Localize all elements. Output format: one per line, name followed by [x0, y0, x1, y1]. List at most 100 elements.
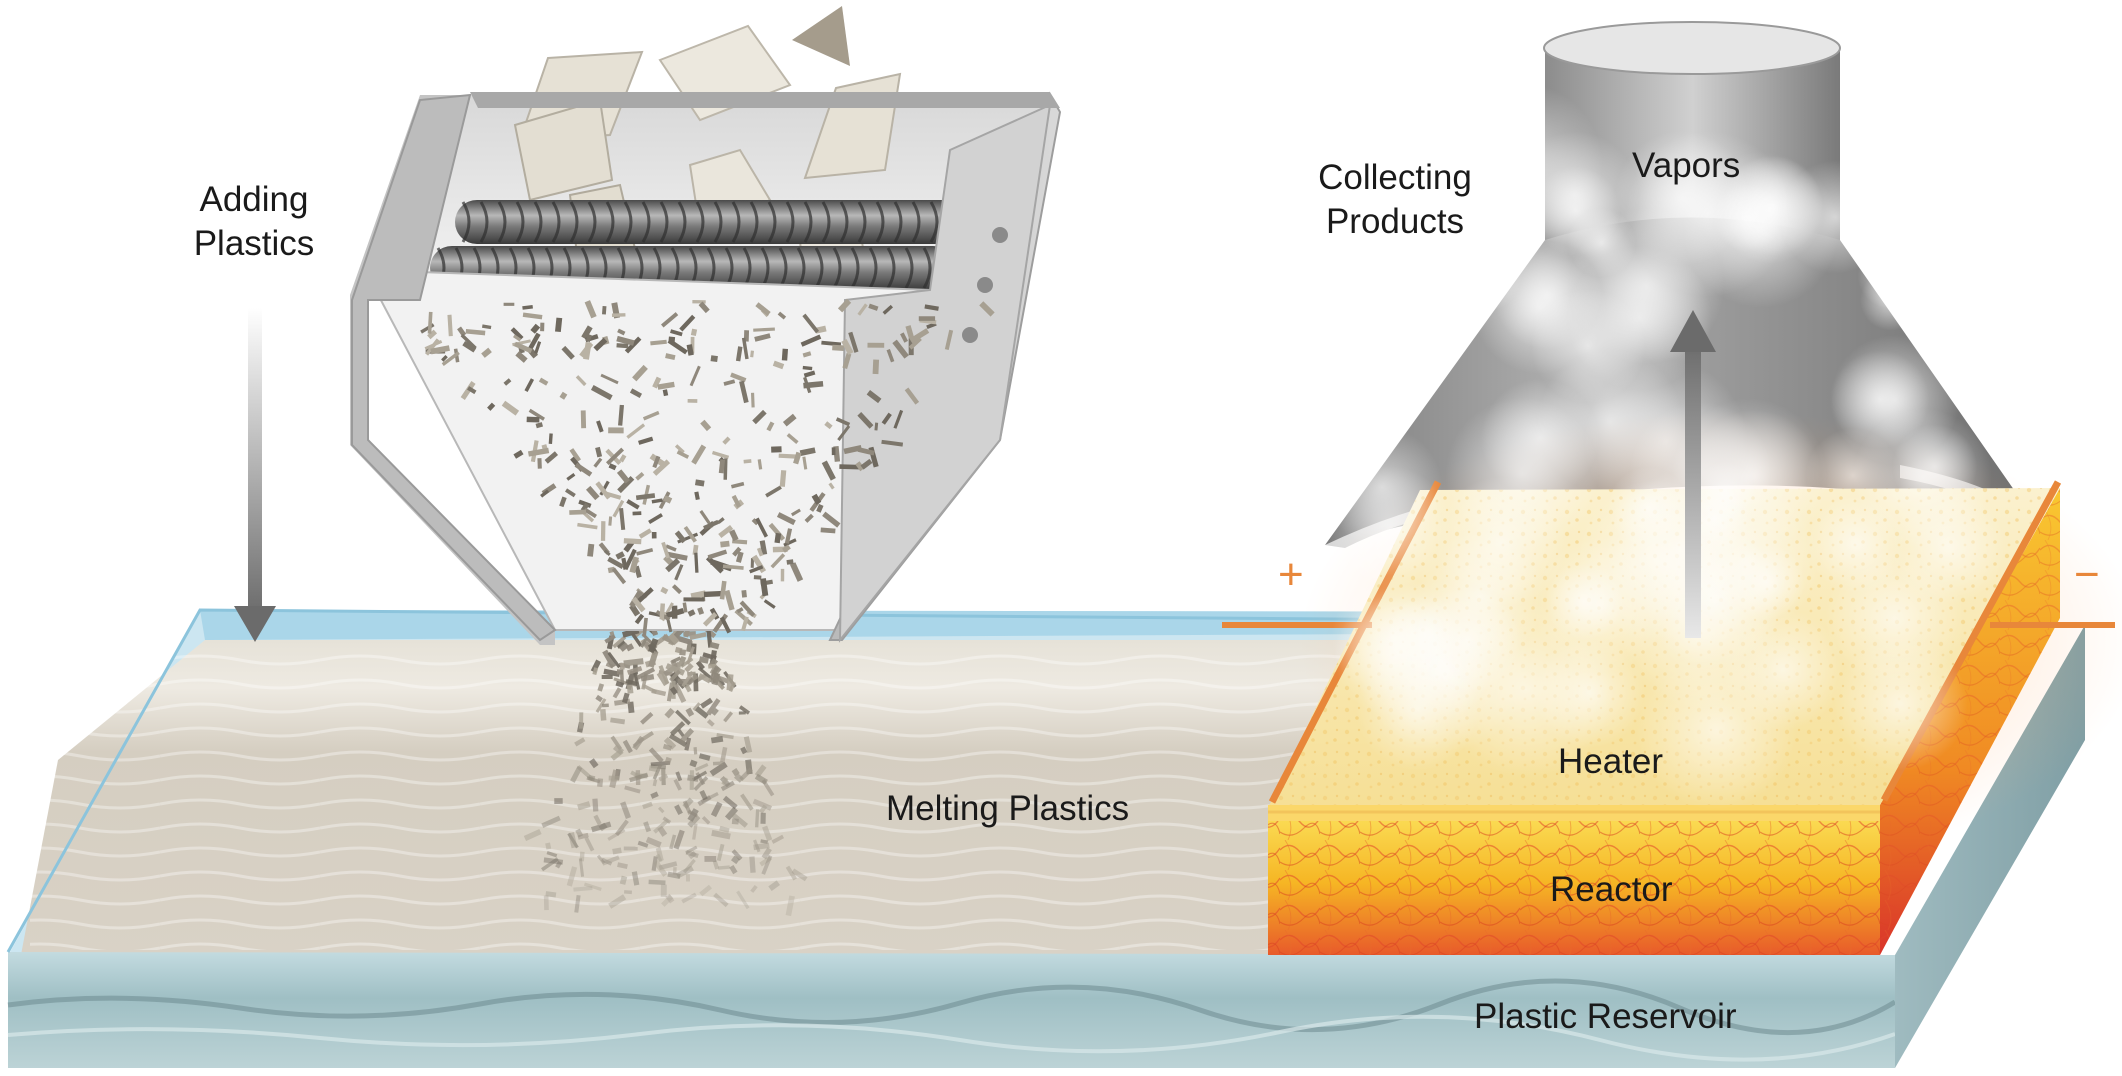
roller-thread — [922, 247, 932, 289]
shred-piece — [462, 341, 477, 353]
falling-flake — [643, 821, 652, 833]
shred-piece — [608, 427, 624, 434]
shred-piece — [841, 338, 854, 355]
falling-flake — [592, 667, 599, 676]
shred-piece — [631, 596, 646, 613]
falling-flake — [673, 829, 685, 850]
falling-flake — [689, 759, 698, 768]
falling-flake — [626, 684, 634, 694]
falling-flake — [624, 890, 633, 895]
shred-piece — [692, 544, 699, 556]
shred-piece — [619, 454, 627, 463]
shred-piece — [735, 346, 743, 362]
falling-flake — [546, 851, 558, 858]
falling-flake — [662, 816, 672, 824]
label-adding-plastics-line1: Adding — [199, 180, 309, 219]
falling-flake — [753, 839, 761, 853]
shred-piece — [904, 387, 920, 405]
shred-piece — [460, 381, 476, 400]
falling-flake — [597, 778, 604, 788]
shred-piece — [447, 314, 453, 337]
falling-flake — [712, 761, 724, 766]
roller-thread — [886, 247, 896, 289]
falling-flake — [749, 856, 756, 873]
falling-flake — [640, 637, 648, 648]
shred-piece — [723, 379, 736, 386]
falling-flake — [668, 633, 680, 645]
falling-flake — [706, 698, 721, 716]
falling-flake — [629, 772, 649, 783]
falling-flake — [669, 686, 678, 696]
shred-piece — [802, 365, 813, 371]
label-adding-plastics: Adding Plastics — [178, 178, 330, 266]
smoke-puff — [1898, 207, 1972, 281]
shred-piece — [611, 313, 626, 317]
shred-piece — [427, 329, 438, 340]
shred-piece — [690, 590, 707, 600]
shred-piece — [881, 412, 892, 425]
falling-flake — [736, 890, 750, 910]
falling-flake — [673, 778, 682, 791]
shred-piece — [515, 351, 528, 363]
shred-piece — [857, 303, 868, 316]
shred-piece — [574, 462, 593, 477]
falling-flake — [598, 822, 608, 832]
falling-flake — [692, 702, 701, 711]
roller-thread — [605, 201, 615, 243]
shred-piece — [661, 312, 679, 328]
shred-piece — [780, 568, 785, 582]
falling-flake — [612, 687, 622, 699]
shred-piece — [848, 331, 859, 353]
shred-piece — [503, 378, 512, 386]
falling-flake — [615, 680, 624, 688]
falling-flake — [671, 656, 682, 664]
falling-flake — [651, 856, 658, 872]
falling-flake — [608, 894, 627, 909]
shred-piece — [481, 347, 492, 358]
falling-flake — [626, 666, 643, 675]
falling-flake — [699, 789, 708, 801]
shred-piece — [729, 529, 739, 542]
falling-flake — [601, 857, 613, 866]
down-arrow-icon — [234, 308, 276, 642]
shred-piece — [619, 507, 626, 531]
hopper-bolt — [962, 327, 978, 343]
falling-flake — [791, 868, 808, 882]
falling-flake — [723, 711, 734, 723]
shred-piece — [732, 539, 748, 545]
falling-flake — [685, 850, 699, 859]
shred-piece — [583, 341, 592, 360]
label-collecting-line1: Collecting — [1318, 158, 1472, 197]
shred-piece — [803, 376, 812, 394]
shred-piece — [632, 511, 642, 516]
falling-flake — [589, 758, 599, 769]
shred-piece — [766, 421, 775, 432]
shred-piece — [691, 444, 707, 465]
roller-thread — [641, 201, 651, 243]
falling-flake — [567, 832, 579, 849]
shred-piece — [743, 459, 752, 464]
shred-piece — [650, 339, 667, 346]
falling-flake — [677, 728, 685, 738]
falling-flake — [698, 673, 712, 684]
shred-piece — [638, 528, 652, 539]
falling-flake — [693, 747, 698, 755]
shred-piece — [751, 518, 759, 526]
falling-plastic-flakes — [523, 618, 808, 917]
shred-piece — [666, 551, 688, 561]
falling-flake — [614, 819, 629, 837]
shred-piece — [799, 447, 816, 456]
shred-piece — [651, 498, 663, 504]
smoke-puff — [1860, 269, 1922, 331]
shred-piece — [697, 607, 705, 615]
falling-flake — [584, 836, 595, 852]
falling-flake — [655, 853, 663, 863]
shred-piece — [632, 364, 648, 382]
shred-piece — [776, 512, 796, 526]
falling-flake — [709, 761, 728, 777]
falling-flake — [577, 832, 589, 840]
shred-piece — [544, 451, 559, 464]
falling-flake — [720, 746, 728, 763]
falling-flake — [601, 855, 620, 866]
falling-flake — [617, 862, 628, 869]
